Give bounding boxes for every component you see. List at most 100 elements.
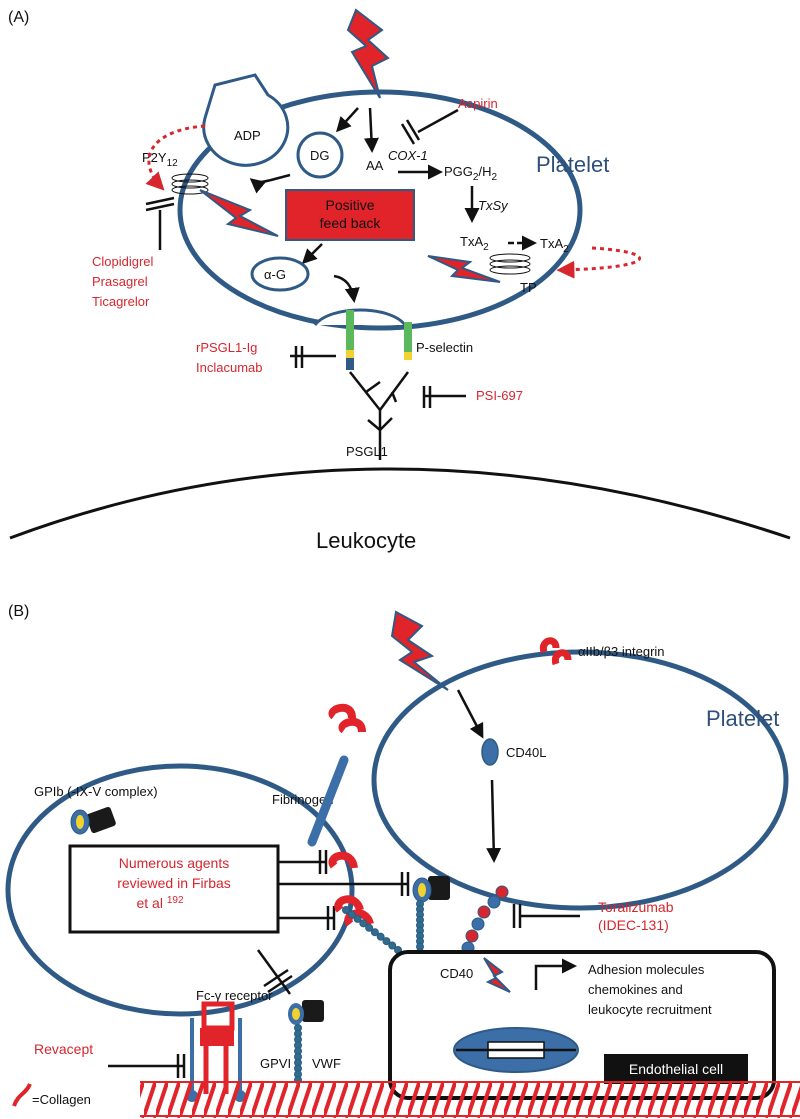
platelet-membrane-a <box>177 89 583 331</box>
arrow-to-alpha-g <box>301 243 323 265</box>
txa-inner-text: TxA2 <box>460 234 489 253</box>
cd40-bead <box>487 895 501 909</box>
cox1-text: COX-1 <box>388 148 428 163</box>
toralizumab-line2: (IDEC-131) <box>598 917 669 933</box>
collagen-legend-icon <box>12 1083 32 1107</box>
vwf-bead <box>359 919 368 928</box>
granule-fusion <box>313 308 407 327</box>
cd40-bead <box>495 885 509 899</box>
cd40-bead <box>465 929 479 943</box>
arrow-alpha-g-membrane <box>333 274 360 303</box>
p-selectin-left <box>346 310 354 370</box>
platelet-membrane-b <box>371 649 789 911</box>
vwf-bead <box>376 932 385 941</box>
gpvi-inhibitor-line <box>256 949 292 995</box>
transcription-arrow <box>534 958 577 990</box>
vwf-text: VWF <box>312 1056 341 1071</box>
collagen-layer <box>140 1082 800 1118</box>
tp-text: TP <box>520 280 537 295</box>
arrow-to-dg <box>335 107 359 133</box>
outcome-line3: leukocyte recruitment <box>588 1002 712 1017</box>
positive-feedback-box <box>285 189 415 241</box>
psgl1-text: PSGL1 <box>346 444 388 459</box>
activation-bolt-b-icon <box>390 610 449 691</box>
cd40l-text: CD40L <box>506 745 546 760</box>
psgl1-ligand <box>349 371 410 460</box>
vwf-chain-left <box>294 1024 302 1084</box>
leukocyte-membrane <box>9 467 791 540</box>
dg-text: DG <box>310 148 330 163</box>
platelet-label-a: Platelet <box>536 152 609 177</box>
gpib-text: GPIb (-IX-V complex) <box>34 784 158 799</box>
adp-vesicle <box>202 73 290 167</box>
vwf-bead <box>370 928 379 937</box>
p2y12-receptor <box>171 173 209 195</box>
leukocyte-label: Leukocyte <box>316 528 416 553</box>
vwf-bead <box>342 906 350 914</box>
platelet-membrane-c <box>5 763 355 1017</box>
fc-receptor-text: Fc-γ receptor <box>196 988 273 1003</box>
outcome-line1: Adhesion molecules <box>588 962 705 977</box>
vwf-bead <box>347 910 356 919</box>
numerous-line2: reviewed in Firbas <box>117 875 231 891</box>
integrin-text: αIIb/β3 integrin <box>578 644 665 659</box>
vwf-bead <box>382 937 391 946</box>
panel-a-label: (A) <box>8 9 29 26</box>
arrow-cd40l-down <box>486 779 502 863</box>
cd40-bead <box>471 917 485 931</box>
numerous-agents-box <box>68 844 280 934</box>
txa-outer-text: TxA2 <box>540 236 569 255</box>
p-selectin-right <box>404 322 412 360</box>
integrin-top-icon <box>539 637 572 666</box>
dg-circle <box>296 131 344 179</box>
panel-b-label: (B) <box>8 603 29 620</box>
vwf-bead <box>365 923 374 932</box>
p2y12-text: P2Y12 <box>142 150 178 169</box>
activation-bolt-icon <box>346 8 390 99</box>
outcome-line2: chemokines and <box>588 982 683 997</box>
toralizumab-line1: Toralizumab <box>598 899 674 915</box>
platelet-label-b: Platelet <box>706 706 779 731</box>
gpib-icon <box>70 807 116 835</box>
cd40-text: CD40 <box>440 966 473 981</box>
vwf-chain-middle <box>416 900 424 956</box>
txsy-text: TxSy <box>478 198 509 213</box>
gpib-vwf-chain <box>412 876 450 903</box>
inclacumab-text: Inclacumab <box>196 360 262 375</box>
tp-receptor <box>489 253 531 275</box>
p-selectin-text: P-selectin <box>416 340 473 355</box>
aa-text: AA <box>366 158 384 173</box>
prasagrel-text: Prasagrel <box>92 274 148 289</box>
tp-bolt-icon <box>427 255 501 283</box>
collagen-legend-text: =Collagen <box>32 1092 91 1107</box>
gpvi-text: GPVI <box>260 1056 291 1071</box>
endothelial-label-box <box>604 1054 748 1084</box>
alpha-granule <box>250 256 310 292</box>
rpsgl-text: rPSGL1-Ig <box>196 340 257 355</box>
numerous-line1: Numerous agents <box>119 855 230 871</box>
aspirin-inhibitor-line <box>417 108 459 134</box>
arrow-feedback-dg <box>249 173 291 194</box>
cd40-bolt-icon <box>483 957 511 993</box>
fibrinogen-icon <box>307 703 366 870</box>
vwf-chain-diagonal <box>342 906 402 954</box>
fibrinogen-text: Fibrinogen <box>272 792 333 807</box>
pgg-text: PGG2/H2 <box>444 164 497 183</box>
arrow-to-aa <box>363 107 379 153</box>
vwf-left-icon <box>288 1000 324 1025</box>
arrow-to-cd40l <box>456 689 484 739</box>
positive-feedback-line2: feed back <box>320 215 382 231</box>
numerous-line3: et al 192 <box>136 895 183 911</box>
vwf-bead <box>388 941 397 950</box>
adp-feedback-arrow <box>145 124 206 191</box>
positive-feedback-line1: Positive <box>325 197 374 213</box>
p2y12-bolt-icon <box>199 189 279 237</box>
clopidogrel-text: Clopidigrel <box>92 254 154 269</box>
alpha-g-text: α-G <box>264 267 286 282</box>
adp-text: ADP <box>234 128 261 143</box>
txa-feedback-arrow <box>556 246 641 279</box>
cd40l-molecule <box>481 738 499 766</box>
psi697-text: PSI-697 <box>476 388 523 403</box>
revacept-text: Revacept <box>34 1041 93 1057</box>
